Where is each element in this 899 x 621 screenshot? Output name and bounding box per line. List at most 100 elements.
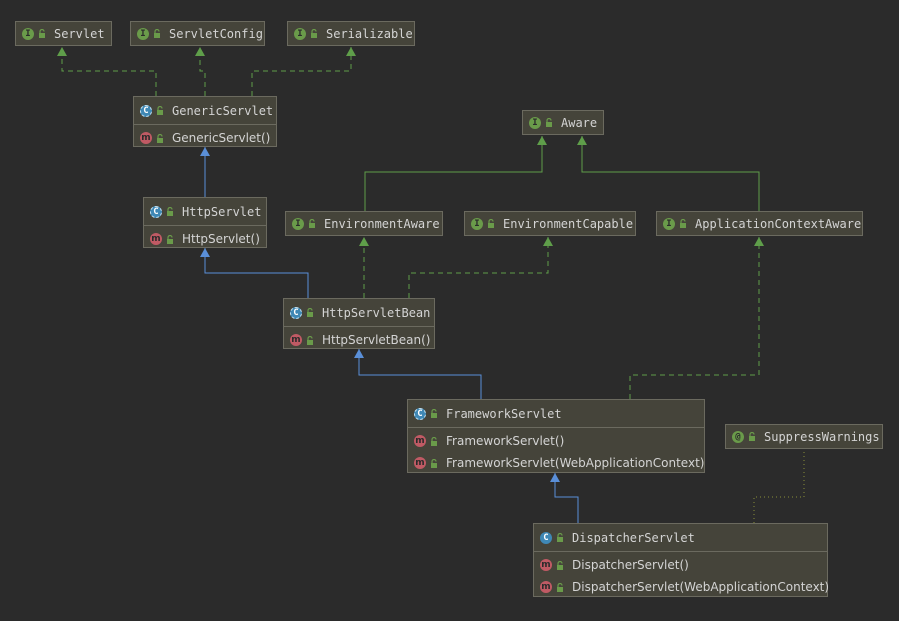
edge-generic_servlet-to-servlet [61, 47, 157, 96]
node-title: HttpServlet [182, 204, 262, 219]
arrowhead-framework_servlet-to-http_servlet_bean [354, 349, 364, 358]
node-http-servlet-bean[interactable]: C HttpServletBean m HttpServletBean() [283, 298, 435, 349]
interface-icon: I [294, 27, 306, 40]
member-label: DispatcherServlet() [572, 558, 689, 572]
node-header: I EnvironmentAware [286, 212, 442, 235]
edge-http_servlet_bean-to-http_servlet [204, 248, 309, 298]
public-access-icon [311, 29, 317, 38]
public-access-icon [157, 106, 163, 115]
node-framework-servlet[interactable]: C FrameworkServlet m FrameworkServlet() … [407, 399, 705, 473]
member-divider [144, 225, 266, 226]
node-header: I ServletConfig [131, 22, 264, 45]
node-title: EnvironmentCapable [503, 216, 634, 231]
member-row[interactable]: m HttpServletBean() [284, 329, 434, 351]
node-title: FrameworkServlet [446, 406, 562, 421]
edge-environment_aware-to-aware [364, 136, 543, 211]
interface-icon: I [22, 27, 34, 40]
interface-icon: I [137, 27, 149, 40]
public-access-icon [157, 133, 163, 143]
abstract-class-icon: C [150, 205, 162, 218]
node-servlet-config[interactable]: I ServletConfig [130, 21, 265, 46]
class-icon: C [540, 531, 552, 544]
node-header: C FrameworkServlet [408, 400, 704, 427]
node-title: Serializable [326, 26, 413, 41]
member-label: GenericServlet() [172, 131, 271, 145]
node-aware[interactable]: I Aware [522, 110, 604, 135]
public-access-icon [309, 219, 315, 228]
public-access-icon [680, 219, 686, 228]
arrowhead-http_servlet_bean-to-http_servlet [200, 248, 210, 257]
node-header: I EnvironmentCapable [465, 212, 635, 235]
node-header: I ApplicationContextAware [657, 212, 862, 235]
public-access-icon [557, 533, 563, 542]
public-access-icon [431, 458, 437, 468]
annotation-icon: @ [732, 430, 744, 443]
public-access-icon [749, 432, 755, 441]
member-row[interactable]: m GenericServlet() [134, 127, 276, 149]
public-access-icon [167, 207, 173, 216]
public-access-icon [39, 29, 45, 38]
node-header: C GenericServlet [134, 97, 276, 124]
interface-icon: I [292, 217, 304, 230]
node-http-servlet[interactable]: C HttpServlet m HttpServlet() [143, 197, 267, 248]
method-icon: m [414, 435, 426, 447]
public-access-icon [167, 234, 173, 244]
node-suppress-warnings[interactable]: @ SuppressWarnings [725, 424, 883, 449]
public-access-icon [431, 409, 437, 418]
edge-http_servlet_bean-to-environment_capable [408, 237, 549, 298]
abstract-class-icon: C [290, 306, 302, 319]
interface-icon: I [529, 116, 541, 129]
node-header: I Servlet [16, 22, 111, 45]
abstract-class-icon: C [140, 104, 152, 117]
node-header: C HttpServletBean [284, 299, 434, 326]
member-label: FrameworkServlet() [446, 434, 565, 448]
node-generic-servlet[interactable]: C GenericServlet m GenericServlet() [133, 96, 277, 147]
arrowhead-framework_servlet-to-application_context_aware [754, 237, 764, 246]
node-application-context-aware[interactable]: I ApplicationContextAware [656, 211, 863, 236]
public-access-icon [154, 29, 160, 38]
node-title: Aware [561, 115, 598, 130]
node-header: C DispatcherServlet [534, 524, 827, 551]
arrowhead-application_context_aware-to-aware [577, 136, 587, 145]
public-access-icon [431, 436, 437, 446]
edge-generic_servlet-to-serializable [251, 47, 352, 96]
public-access-icon [307, 308, 313, 317]
method-icon: m [140, 132, 152, 144]
edge-framework_servlet-to-http_servlet_bean [358, 349, 482, 399]
node-title: HttpServletBean [322, 305, 431, 320]
arrowhead-http_servlet_bean-to-environment_capable [543, 237, 553, 246]
node-environment-capable[interactable]: I EnvironmentCapable [464, 211, 636, 236]
arrowhead-environment_aware-to-aware [537, 136, 547, 145]
edge-application_context_aware-to-aware [581, 136, 760, 211]
member-row[interactable]: m FrameworkServlet() [408, 430, 704, 452]
member-row[interactable]: m DispatcherServlet(WebApplicationContex… [534, 576, 829, 598]
node-header: C HttpServlet [144, 198, 266, 225]
method-icon: m [540, 559, 552, 571]
arrowhead-dispatcher_servlet-to-framework_servlet [550, 473, 560, 482]
edge-dispatcher_servlet-to-framework_servlet [554, 473, 579, 523]
abstract-class-icon: C [414, 407, 426, 420]
public-access-icon [546, 118, 552, 127]
method-icon: m [414, 457, 426, 469]
node-header: I Serializable [288, 22, 414, 45]
member-row[interactable]: m DispatcherServlet() [534, 554, 827, 576]
member-divider [534, 551, 827, 552]
arrowhead-http_servlet_bean-to-environment_aware [359, 237, 369, 246]
arrowhead-http_servlet-to-generic_servlet [200, 147, 210, 156]
public-access-icon [557, 582, 563, 592]
node-title: DispatcherServlet [572, 530, 695, 545]
member-row[interactable]: m FrameworkServlet(WebApplicationContext… [408, 452, 704, 474]
node-header: @ SuppressWarnings [726, 425, 882, 448]
public-access-icon [488, 219, 494, 228]
node-environment-aware[interactable]: I EnvironmentAware [285, 211, 443, 236]
arrowhead-generic_servlet-to-serializable [346, 47, 356, 56]
member-row[interactable]: m HttpServlet() [144, 228, 266, 250]
method-icon: m [540, 581, 552, 593]
node-servlet[interactable]: I Servlet [15, 21, 112, 46]
node-dispatcher-servlet[interactable]: C DispatcherServlet m DispatcherServlet(… [533, 523, 829, 598]
interface-icon: I [471, 217, 483, 230]
member-divider [284, 326, 434, 327]
member-label: FrameworkServlet(WebApplicationContext) [446, 456, 705, 470]
node-title: ServletConfig [169, 26, 263, 41]
node-serializable[interactable]: I Serializable [287, 21, 415, 46]
